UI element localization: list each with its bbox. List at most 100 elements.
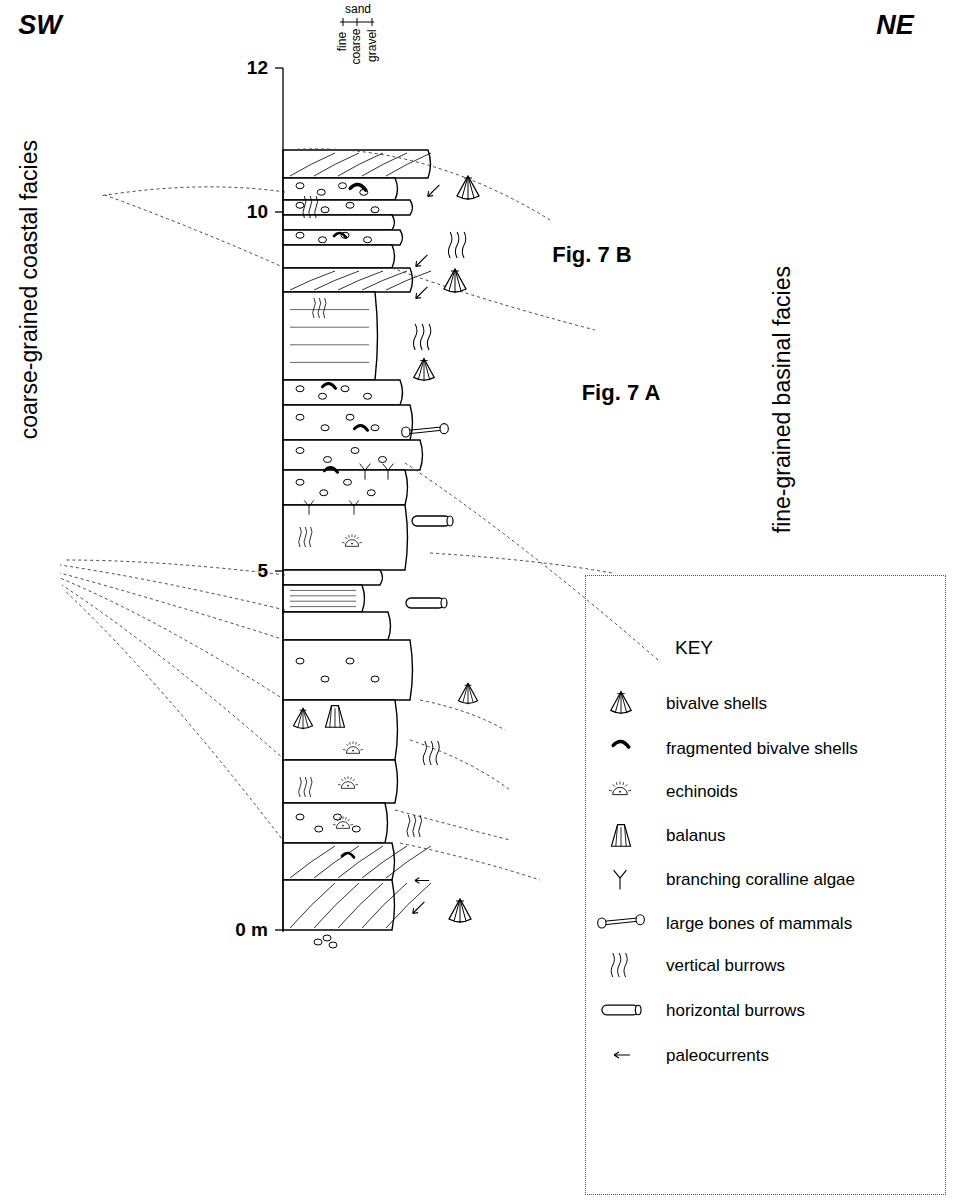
bed: [283, 700, 398, 760]
bed: [283, 215, 395, 230]
bed: [283, 405, 413, 440]
lamination: [290, 595, 356, 596]
legend-text: balanus: [666, 827, 726, 846]
label: coarse: [350, 29, 363, 65]
pebble: [344, 479, 352, 485]
legend-text: branching coralline algae: [666, 871, 855, 890]
pebble: [319, 393, 327, 399]
facies-boundary: [285, 149, 550, 220]
pebble: [329, 942, 337, 948]
pebble: [296, 814, 304, 820]
facies-boundary: [410, 740, 510, 790]
label: SW: [18, 11, 62, 41]
bed: [283, 292, 378, 380]
cross-bedding: [314, 153, 359, 176]
pebble: [346, 414, 354, 420]
cross-bedding: [314, 271, 359, 290]
bed: [283, 570, 383, 585]
lamination: [290, 327, 369, 328]
facies-boundary: [65, 560, 285, 575]
facies-boundary: [430, 553, 612, 573]
label: Fig. 7 B: [552, 243, 631, 267]
cross-bedding: [362, 271, 407, 290]
bed: [283, 585, 365, 612]
label: coarse-grained coastal facies: [17, 140, 42, 439]
pebble: [319, 237, 327, 243]
legend-text: vertical burrows: [666, 957, 785, 976]
bed: [283, 150, 431, 178]
label: fine: [336, 32, 349, 51]
pebble: [296, 202, 304, 208]
legend-text: fragmented bivalve shells: [666, 740, 858, 759]
lamination: [290, 344, 369, 345]
key-box: KEYbivalve shellsfragmented bivalve shel…: [585, 575, 946, 1195]
facies-boundary: [105, 195, 285, 268]
label: fine-grained basinal facies: [770, 266, 795, 533]
label: Fig. 7 A: [582, 381, 661, 405]
lamination: [290, 309, 369, 310]
cross-bedding: [386, 846, 431, 878]
pebble: [321, 425, 329, 431]
legend-text: echinoids: [666, 783, 738, 802]
bed: [283, 440, 423, 470]
facies-boundary: [395, 810, 510, 840]
pebble: [296, 448, 304, 454]
bed: [283, 803, 388, 843]
cross-bedding: [290, 271, 335, 290]
lamination: [290, 590, 356, 591]
facies-boundary: [60, 573, 285, 640]
bed: [283, 505, 408, 570]
pebble: [346, 658, 354, 664]
pebble: [296, 183, 304, 189]
cross-bedding: [314, 883, 359, 928]
pebble: [371, 425, 379, 431]
key-heading: KEY: [675, 638, 713, 659]
pebble: [321, 207, 329, 213]
bed: [283, 640, 413, 700]
cross-bedding: [362, 153, 407, 176]
pebble: [367, 490, 375, 496]
label: 10: [247, 202, 268, 223]
label: 12: [247, 58, 268, 79]
label: NE: [876, 11, 914, 41]
cross-bedding: [338, 153, 383, 176]
pebble: [323, 935, 331, 941]
pebble: [371, 676, 379, 682]
facies-boundary: [64, 590, 285, 843]
pebble: [320, 490, 328, 496]
bed: [283, 200, 413, 215]
bed: [283, 230, 403, 245]
pebble: [364, 237, 372, 243]
facies-boundary: [62, 585, 285, 760]
pebble: [321, 676, 329, 682]
pebble: [346, 202, 354, 208]
pebble: [296, 232, 304, 238]
facies-boundary: [392, 268, 595, 330]
bed: [283, 470, 408, 505]
pebble: [296, 658, 304, 664]
bed: [283, 843, 395, 880]
cross-bedding: [290, 153, 335, 176]
label: 5: [257, 561, 268, 582]
label: sand: [345, 3, 371, 16]
cross-bedding: [338, 883, 383, 928]
cross-bedding: [290, 846, 335, 878]
lamination: [290, 362, 369, 363]
facies-boundary: [60, 565, 285, 610]
cross-bedding: [362, 883, 407, 928]
bed: [283, 612, 391, 640]
pebble: [296, 414, 304, 420]
label: gravel: [365, 30, 378, 63]
pebble: [341, 386, 349, 392]
pebble: [315, 826, 323, 832]
bed: [283, 880, 395, 930]
cross-bedding: [338, 271, 383, 290]
cross-bedding: [314, 846, 359, 878]
pebble: [317, 189, 325, 195]
legend-text: horizontal burrows: [666, 1002, 805, 1021]
bed: [283, 760, 398, 803]
lamination: [290, 606, 356, 607]
cross-bedding: [386, 271, 431, 290]
lamination: [290, 601, 356, 602]
